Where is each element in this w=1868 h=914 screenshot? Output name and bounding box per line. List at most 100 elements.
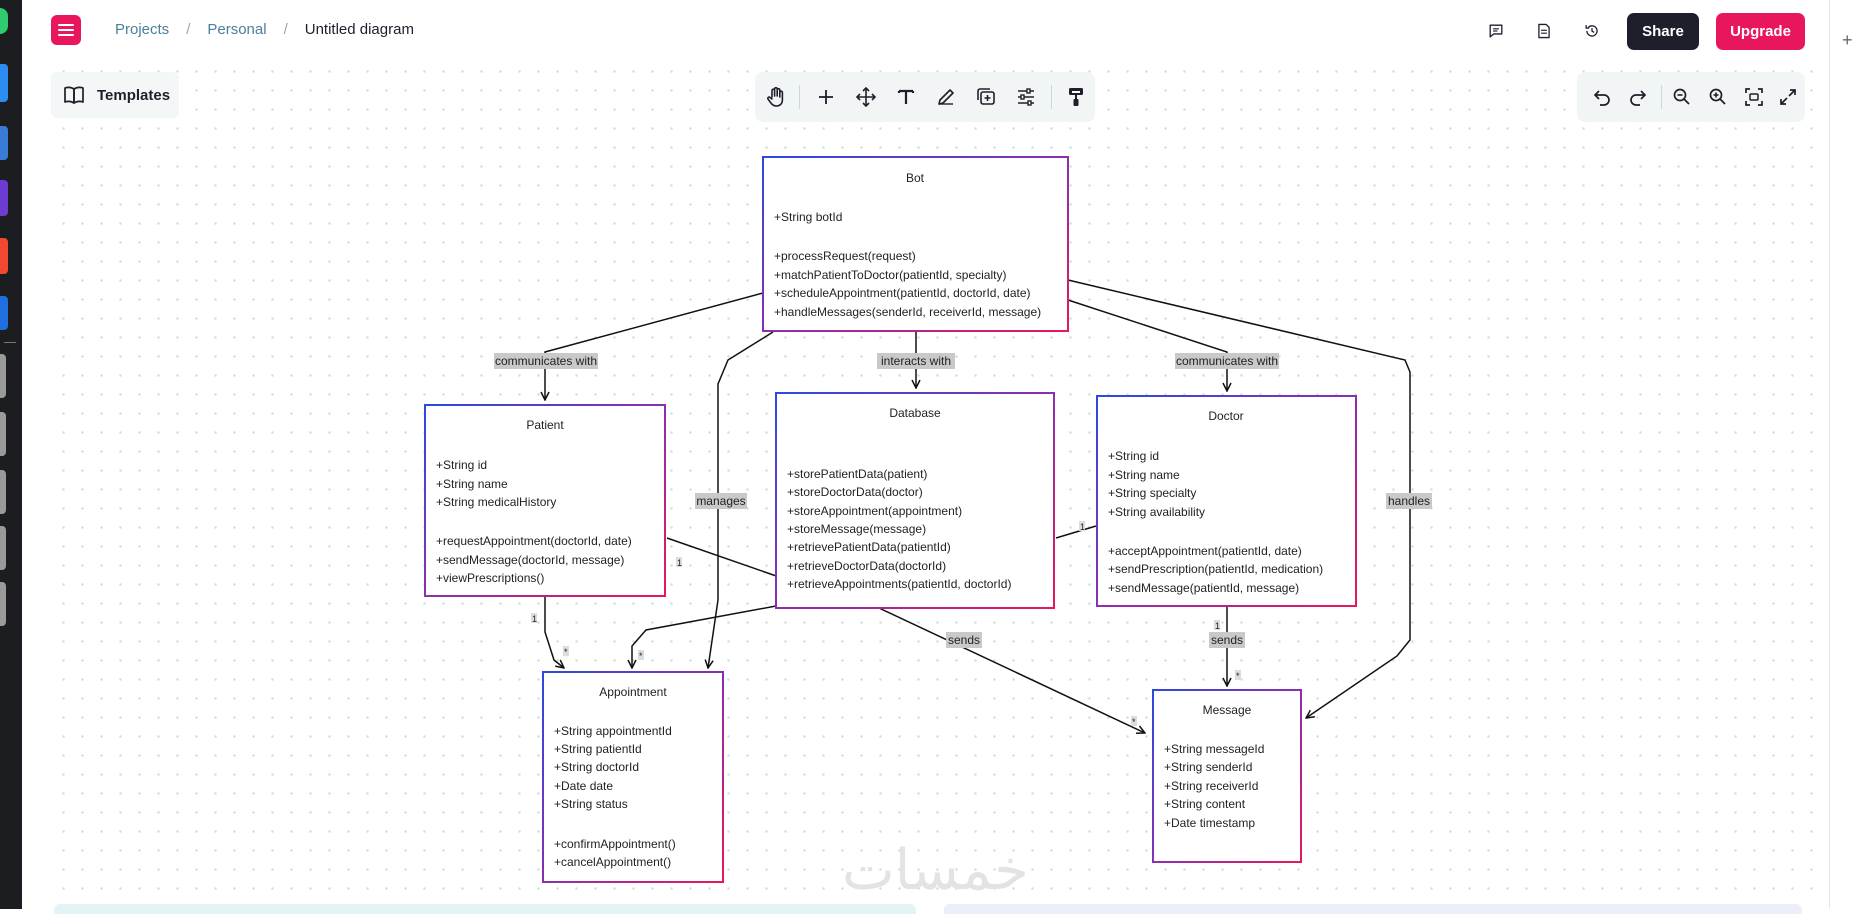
document-button[interactable]	[1530, 17, 1558, 45]
templates-label: Templates	[97, 86, 171, 104]
pen-icon	[938, 89, 954, 105]
edge-bot-doctor[interactable]	[1067, 299, 1227, 391]
history-icon	[1585, 25, 1598, 37]
menu-button[interactable]	[51, 15, 81, 45]
zoom-in-button[interactable]	[1705, 84, 1731, 110]
dock-app-icon[interactable]	[0, 526, 6, 570]
class-patient[interactable]: Patient +String id +String name +String …	[424, 404, 666, 597]
edge-bot-patient[interactable]	[545, 292, 764, 400]
breadcrumb-projects[interactable]: Projects	[115, 21, 170, 38]
edge-doctor-database[interactable]	[1055, 525, 1097, 539]
add-shape-tool[interactable]	[813, 84, 839, 110]
uml-diagram: communicates with interacts with communi…	[424, 156, 1432, 883]
dock-app-icon[interactable]	[0, 126, 8, 160]
dock-app-icon[interactable]	[0, 412, 6, 456]
dock-app-icon[interactable]	[0, 470, 6, 514]
class-method: +matchPatientToDoctor(patientId, special…	[774, 268, 1006, 282]
add-page-icon[interactable]: +	[1842, 30, 1853, 50]
multiplicity-one: 1	[1215, 621, 1220, 631]
comments-button[interactable]	[1482, 17, 1510, 45]
bottom-panel-right	[944, 904, 1802, 914]
class-attribute: +String appointmentId	[554, 724, 672, 738]
class-name: Bot	[906, 171, 925, 185]
add-frame-tool[interactable]	[973, 84, 999, 110]
dock-app-icon[interactable]	[0, 180, 8, 216]
pen-tool[interactable]	[933, 84, 959, 110]
fit-screen-button[interactable]	[1741, 84, 1767, 110]
class-method: +storeMessage(message)	[787, 522, 926, 536]
edge-label-bot-message: handles	[1388, 494, 1430, 508]
redo-button[interactable]	[1625, 84, 1651, 110]
edge-patient-appointment[interactable]	[544, 596, 564, 668]
class-attribute: +String medicalHistory	[436, 495, 556, 509]
move-icon	[855, 86, 877, 108]
settings-sliders-icon	[1018, 88, 1034, 106]
upgrade-button[interactable]: Upgrade	[1716, 13, 1805, 50]
dock-app-icon[interactable]	[0, 238, 8, 274]
dock-divider	[4, 342, 16, 343]
dock-app-icon[interactable]	[0, 582, 6, 626]
class-attribute: +String id	[436, 458, 487, 472]
breadcrumb-personal[interactable]: Personal	[207, 21, 267, 38]
zoom-out-icon	[1673, 88, 1690, 105]
class-message[interactable]: Message +String messageId +String sender…	[1152, 689, 1302, 863]
class-attribute: +String doctorId	[554, 760, 639, 774]
settings-tool[interactable]	[1013, 84, 1039, 110]
zoom-in-icon	[1709, 88, 1726, 105]
dock-app-icon[interactable]	[0, 296, 8, 330]
redo-icon	[1630, 90, 1647, 106]
edge-label-bot-patient: communicates with	[495, 354, 597, 368]
undo-icon	[1593, 90, 1610, 106]
class-method: +viewPrescriptions()	[436, 571, 544, 585]
class-appointment[interactable]: Appointment +String appointmentId +Strin…	[542, 671, 724, 883]
add-frame-icon	[977, 88, 995, 105]
class-method: +storePatientData(patient)	[787, 467, 927, 481]
class-bot[interactable]: Bot +String botId +processRequest(reques…	[762, 156, 1069, 332]
dock-app-icon[interactable]	[0, 8, 8, 34]
templates-button[interactable]: Templates	[51, 72, 179, 118]
fullscreen-button[interactable]	[1775, 84, 1801, 110]
breadcrumb: Projects / Personal / Untitled diagram	[115, 21, 414, 38]
fullscreen-icon	[1780, 89, 1796, 105]
dock-app-icon[interactable]	[0, 64, 8, 102]
multiplicity-one: 1	[677, 558, 682, 568]
move-tool[interactable]	[853, 84, 879, 110]
edge-label-doctor-message: sends	[1211, 633, 1243, 647]
edge-bot-appointment[interactable]	[708, 331, 774, 668]
dock-app-icon[interactable]	[0, 354, 6, 398]
class-attribute: +String id	[1108, 449, 1159, 463]
class-method: +handleMessages(senderId, receiverId, me…	[774, 305, 1041, 319]
watermark-logo: خمسات	[842, 838, 1029, 903]
hand-tool[interactable]	[763, 84, 789, 110]
share-button[interactable]: Share	[1627, 13, 1699, 50]
class-method: +sendMessage(doctorId, message)	[436, 553, 624, 567]
multiplicity-one: 1	[1080, 522, 1085, 532]
class-attribute: +String receiverId	[1164, 779, 1258, 793]
hand-icon	[767, 86, 784, 107]
class-method: +sendMessage(patientId, message)	[1108, 581, 1299, 595]
toolbar-divider	[1051, 85, 1052, 109]
right-edge-divider	[1829, 0, 1830, 909]
edge-label-bot-doctor: communicates with	[1176, 354, 1278, 368]
class-name: Doctor	[1208, 409, 1243, 423]
diagram-title[interactable]: Untitled diagram	[304, 21, 414, 38]
zoom-out-button[interactable]	[1669, 84, 1695, 110]
class-doctor[interactable]: Doctor +String id +String name +String s…	[1096, 395, 1357, 607]
paint-roller-icon	[1069, 88, 1083, 106]
class-method: +cancelAppointment()	[554, 855, 671, 869]
class-attribute: +String specialty	[1108, 486, 1196, 500]
edge-database-appointment[interactable]	[632, 605, 777, 668]
book-icon	[64, 86, 84, 104]
class-database[interactable]: Database +storePatientData(patient) +sto…	[775, 392, 1055, 609]
multiplicity-many: *	[1132, 717, 1136, 727]
class-name: Patient	[526, 418, 564, 432]
text-tool[interactable]	[893, 84, 919, 110]
edge-label-bot-database: interacts with	[881, 354, 951, 368]
class-name: Appointment	[599, 685, 667, 699]
class-method: +retrieveAppointments(patientId, doctorI…	[787, 577, 1011, 591]
history-button[interactable]	[1578, 17, 1606, 45]
undo-button[interactable]	[1589, 84, 1615, 110]
class-attribute: +String availability	[1108, 505, 1205, 519]
class-attribute: +String messageId	[1164, 742, 1264, 756]
style-tool[interactable]	[1063, 84, 1089, 110]
